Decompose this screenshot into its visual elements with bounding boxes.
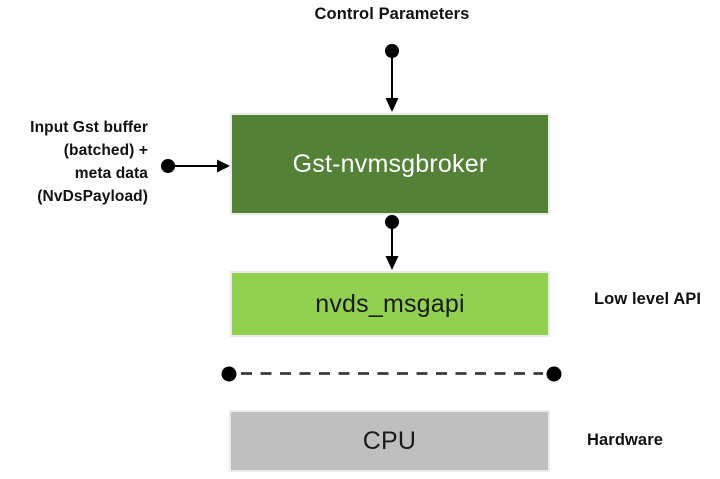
gst-nvmsgbroker-box: Gst-nvmsgbroker — [230, 113, 550, 215]
control-params-dot — [385, 44, 399, 58]
input-buffer-label-line4: (NvDsPayload) — [37, 188, 148, 205]
control-params-arrowhead — [385, 98, 399, 112]
input-buffer-label-line2: (batched) + — [63, 142, 148, 159]
low-level-api-label: Low level API — [594, 290, 702, 308]
input-buffer-label-line1: Input Gst buffer — [30, 119, 148, 136]
cpu-box: CPU — [229, 410, 550, 472]
input-buffer-label: Input Gst buffer (batched) + meta data (… — [8, 116, 148, 208]
input-buffer-dot — [161, 159, 175, 173]
dashed-line-left-dot — [221, 366, 237, 382]
dashed-line-right-dot — [546, 366, 562, 382]
input-buffer-label-line3: meta data — [74, 165, 148, 182]
broker-to-msgapi-dot — [385, 215, 399, 229]
nvds-msgapi-label: nvds_msgapi — [315, 289, 465, 318]
broker-to-msgapi-arrowhead — [385, 256, 399, 270]
gst-nvmsgbroker-label: Gst-nvmsgbroker — [292, 149, 488, 178]
cpu-label: CPU — [362, 426, 417, 455]
control-parameters-label: Control Parameters — [314, 5, 470, 23]
input-buffer-arrowhead — [217, 159, 230, 173]
nvds-msgapi-box: nvds_msgapi — [230, 271, 550, 337]
hardware-label: Hardware — [587, 431, 664, 449]
